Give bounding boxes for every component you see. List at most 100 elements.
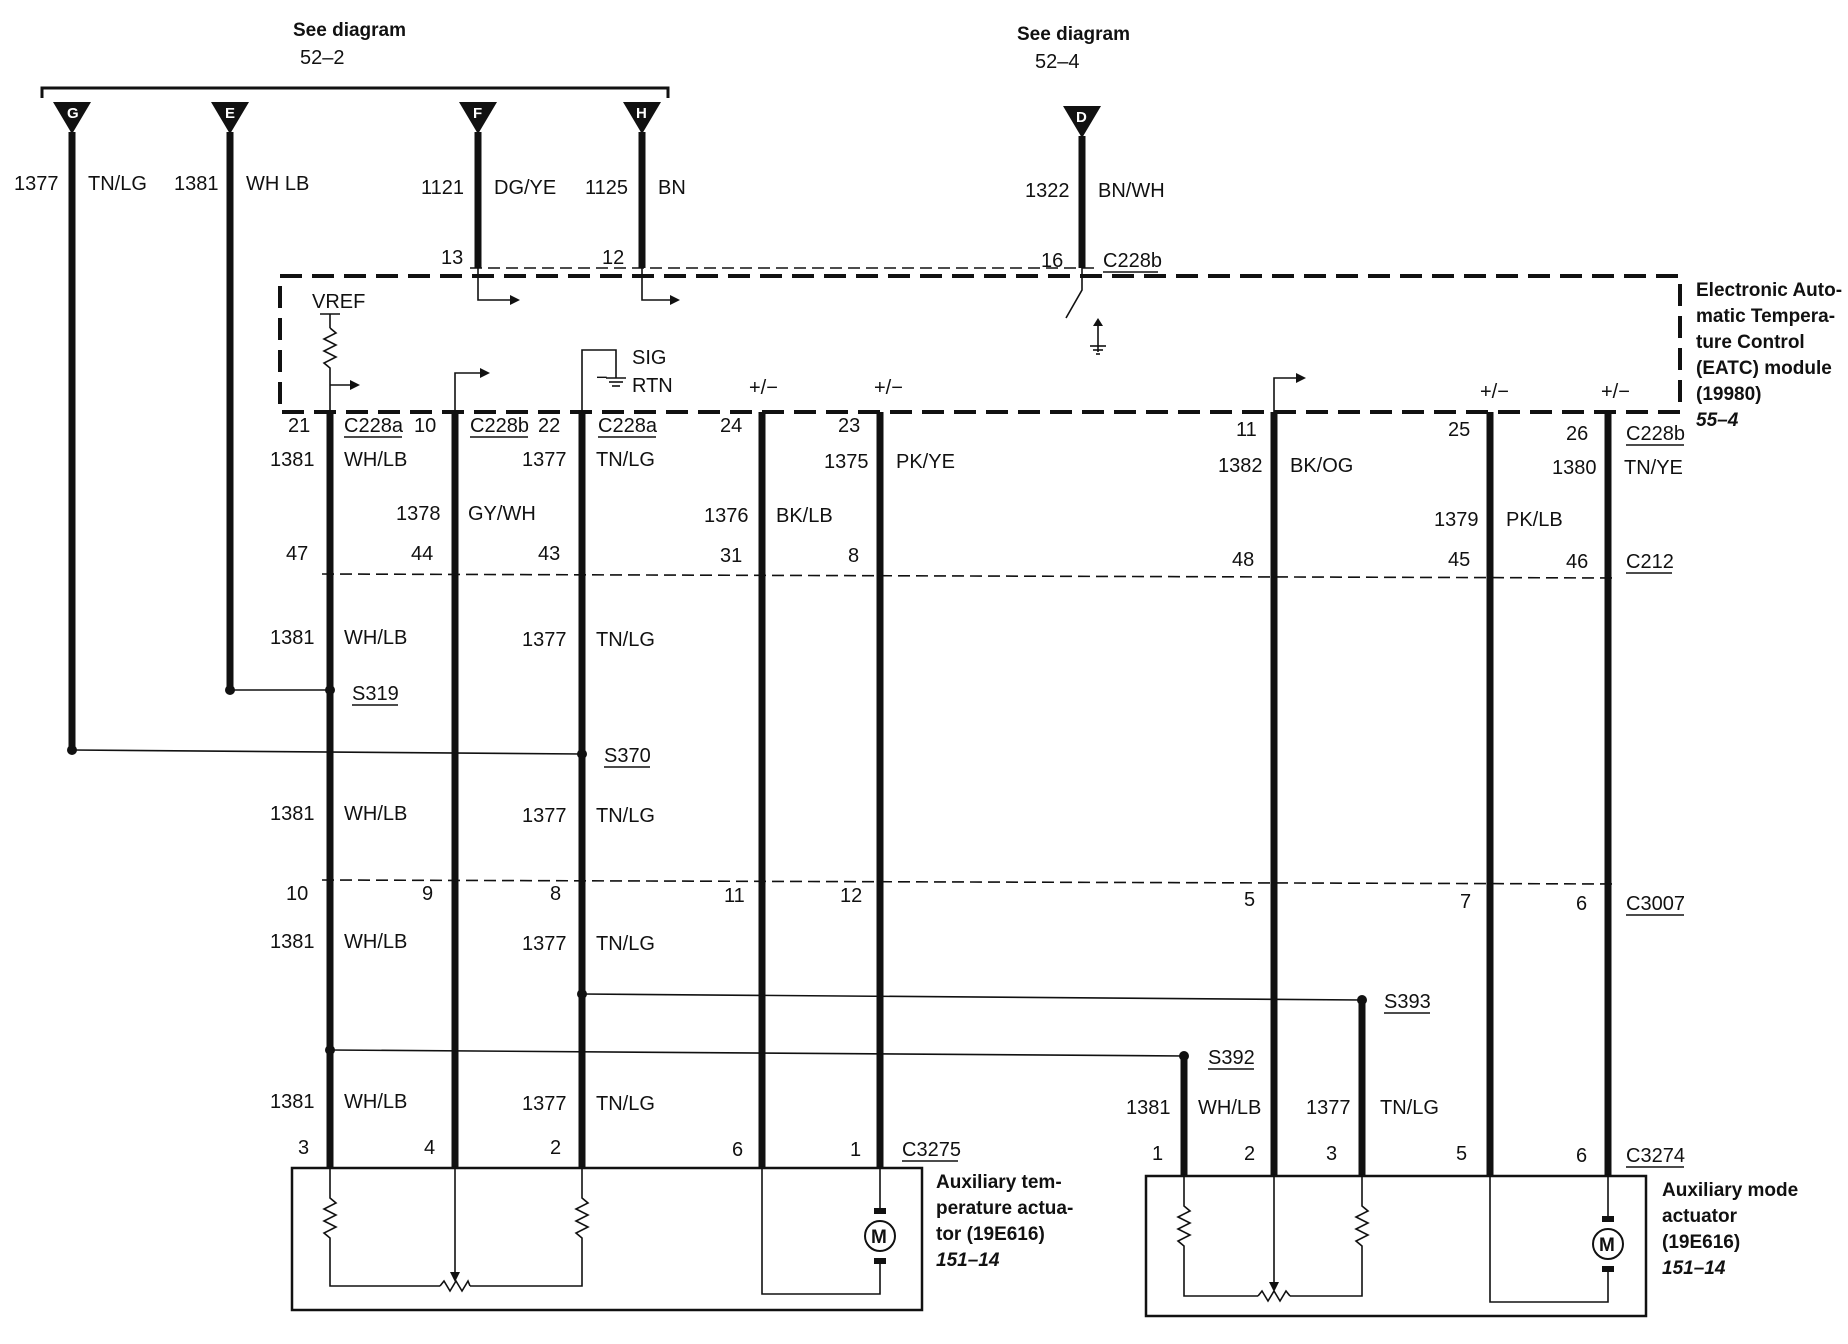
label-1381-d: 1381 bbox=[270, 931, 315, 953]
c3274-pin-5: 5 bbox=[1456, 1143, 1467, 1165]
c3275-pin-6: 6 bbox=[732, 1139, 743, 1161]
c3007-pin-7: 7 bbox=[1460, 891, 1471, 913]
label-whlb-a: WH/LB bbox=[344, 449, 407, 471]
aux-mode-actuator-ref: 151–14 bbox=[1662, 1258, 1726, 1279]
pin-26: 26 bbox=[1566, 423, 1588, 445]
label-1375: 1375 bbox=[824, 451, 869, 473]
eatc-internal-11 bbox=[1273, 377, 1296, 412]
label-1377-a: 1377 bbox=[522, 449, 567, 471]
c3007-pin-11: 11 bbox=[724, 885, 745, 907]
c3007-pin-5: 5 bbox=[1244, 889, 1255, 911]
label-whlb-d: WH/LB bbox=[344, 931, 407, 953]
c228b-right: C228b bbox=[1626, 423, 1685, 445]
label-1377-c: 1377 bbox=[522, 805, 567, 827]
label-whlb-b: WH/LB bbox=[344, 627, 407, 649]
c212-label: C212 bbox=[1626, 551, 1674, 573]
aux-mode-actuator-box bbox=[1144, 1174, 1648, 1318]
pin-10: 10 bbox=[414, 415, 436, 437]
connector-f: F bbox=[459, 102, 497, 134]
s370-link bbox=[71, 749, 583, 755]
label-tnlg-c: TN/LG bbox=[596, 805, 655, 827]
c212-pin-47: 47 bbox=[286, 543, 308, 565]
c3007-pin-9: 9 bbox=[422, 883, 433, 905]
aux-temp-actuator-box bbox=[290, 1166, 924, 1312]
label-tnlg-e: TN/LG bbox=[596, 1093, 655, 1115]
label-pkye: PK/YE bbox=[896, 451, 955, 473]
eatc-internal-12 bbox=[641, 268, 670, 301]
label-gywh: GY/WH bbox=[468, 503, 536, 525]
label-whlb-f: WH/LB bbox=[1198, 1097, 1261, 1119]
pin-11: 11 bbox=[1236, 419, 1257, 441]
aux-mode-actuator-name: Auxiliary mode actuator (19E616) bbox=[1662, 1180, 1804, 1253]
minus-label: − bbox=[596, 367, 608, 389]
c3274-pin-2: 2 bbox=[1244, 1143, 1255, 1165]
label-f-color: DG/YE bbox=[494, 177, 556, 199]
c3007-pin-12: 12 bbox=[840, 885, 862, 907]
eatc-switch bbox=[1065, 268, 1083, 319]
label-tnlg-f: TN/LG bbox=[1380, 1097, 1439, 1119]
temp-motor-icon: M bbox=[864, 1208, 896, 1264]
pm-23: +/− bbox=[874, 377, 903, 399]
c3274-pin-3: 3 bbox=[1326, 1143, 1337, 1165]
s392-link bbox=[329, 1049, 1185, 1057]
pin-13: 13 bbox=[441, 247, 463, 269]
c3007-line bbox=[321, 879, 1619, 885]
label-whlb-c: WH/LB bbox=[344, 803, 407, 825]
svg-text:D: D bbox=[1076, 109, 1087, 126]
label-h-circuit: 1125 bbox=[585, 177, 628, 199]
splice-s370: S370 bbox=[604, 745, 651, 767]
label-1381-a: 1381 bbox=[270, 449, 315, 471]
pin-12: 12 bbox=[602, 247, 624, 269]
label-1382: 1382 bbox=[1218, 455, 1263, 477]
splice-s393: S393 bbox=[1384, 991, 1431, 1013]
c228a-mid: C228a bbox=[598, 415, 658, 437]
c228a-left: C228a bbox=[344, 415, 404, 437]
label-g-circuit: 1377 bbox=[14, 173, 59, 195]
eatc-module-box bbox=[278, 274, 1682, 414]
vref-resistor bbox=[322, 327, 338, 412]
label-1377-f: 1377 bbox=[1306, 1097, 1351, 1119]
label-1378: 1378 bbox=[396, 503, 441, 525]
c3274-pin-1: 1 bbox=[1152, 1143, 1163, 1165]
label-e-circuit: 1381 bbox=[174, 173, 219, 195]
mode-motor-icon: M bbox=[1592, 1216, 1624, 1272]
label-1379: 1379 bbox=[1434, 509, 1479, 531]
aux-temp-actuator-ref: 151–14 bbox=[936, 1250, 1000, 1271]
c3007-pin-10: 10 bbox=[286, 883, 308, 905]
c212-pin-46: 46 bbox=[1566, 551, 1588, 573]
aux-temp-actuator-internals bbox=[322, 1168, 881, 1295]
label-bkog: BK/OG bbox=[1290, 455, 1353, 477]
label-d-circuit: 1322 bbox=[1025, 180, 1070, 202]
label-1381-f: 1381 bbox=[1126, 1097, 1171, 1119]
c212-pin-48: 48 bbox=[1232, 549, 1254, 571]
ref-right-text: See diagram bbox=[1017, 24, 1130, 45]
connector-c228b-top: C228b bbox=[1103, 250, 1162, 272]
ref-left-page: 52–2 bbox=[300, 47, 345, 69]
label-1377-b: 1377 bbox=[522, 629, 567, 651]
connector-d: D bbox=[1063, 106, 1101, 138]
pin-24: 24 bbox=[720, 415, 742, 437]
label-1380: 1380 bbox=[1552, 457, 1597, 479]
eatc-module-name: Electronic Auto- matic Tempera- ture Con… bbox=[1696, 280, 1847, 405]
c228b-left: C228b bbox=[470, 415, 529, 437]
c3007-pin-8: 8 bbox=[550, 883, 561, 905]
label-tnlg-b: TN/LG bbox=[596, 629, 655, 651]
svg-text:F: F bbox=[473, 105, 482, 122]
eatc-internal-10 bbox=[454, 372, 480, 412]
label-1381-b: 1381 bbox=[270, 627, 315, 649]
c3275-label: C3275 bbox=[902, 1139, 961, 1161]
label-whlb-e: WH/LB bbox=[344, 1091, 407, 1113]
c3007-label: C3007 bbox=[1626, 893, 1685, 915]
label-h-color: BN bbox=[658, 177, 686, 199]
eatc-module-ref: 55–4 bbox=[1696, 410, 1739, 431]
c3274-label: C3274 bbox=[1626, 1145, 1685, 1167]
ref-right-page: 52–4 bbox=[1035, 51, 1080, 73]
splice-s392: S392 bbox=[1208, 1047, 1255, 1069]
c3007-pin-6: 6 bbox=[1576, 893, 1587, 915]
connector-g: G bbox=[53, 102, 91, 134]
pm-25: +/− bbox=[1480, 381, 1509, 403]
c3274-pin-6: 6 bbox=[1576, 1145, 1587, 1167]
label-pklb: PK/LB bbox=[1506, 509, 1563, 531]
label-1381-e: 1381 bbox=[270, 1091, 315, 1113]
